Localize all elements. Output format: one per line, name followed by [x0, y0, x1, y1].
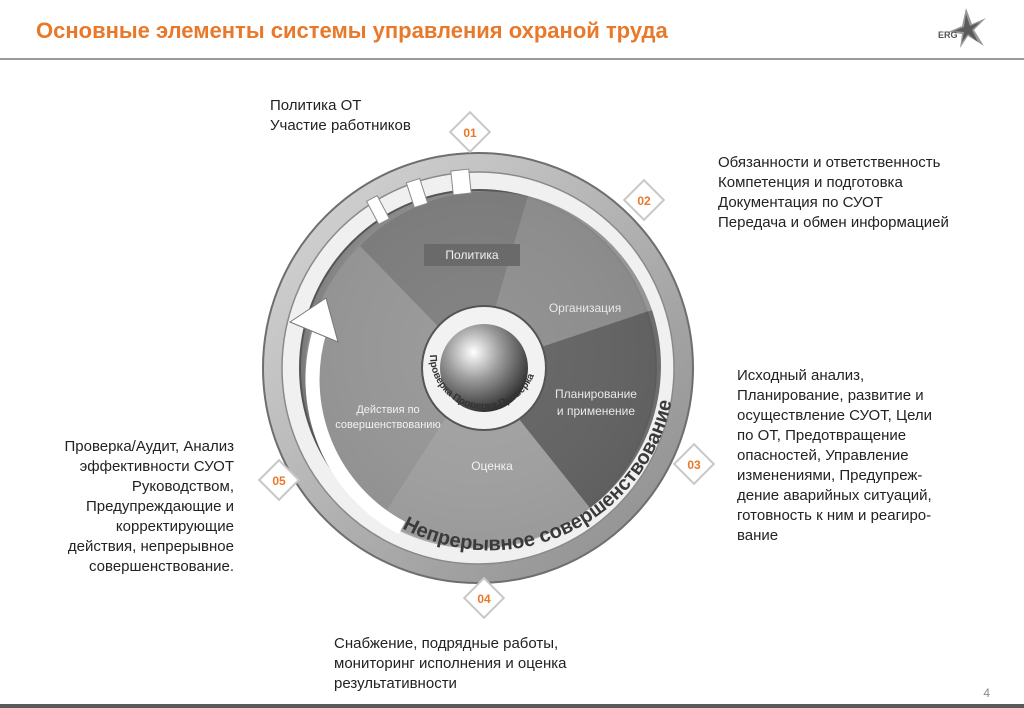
cycle-arrow [305, 327, 406, 535]
arrow-head-icon [288, 297, 339, 343]
segment-deystviya [304, 246, 478, 520]
segment-label-politika: Политика [445, 248, 498, 262]
step-05-description: Проверка/Аудит, Анализ эффективности СУО… [64, 438, 234, 575]
segment-label-planirovanie: Планирование [555, 387, 637, 401]
svg-text:03: 03 [687, 458, 701, 472]
erg-logo: ERG [938, 8, 986, 48]
step-02-description: Обязанности и ответственность Компетенци… [718, 154, 949, 231]
segment-otsenka [380, 368, 590, 549]
segment-label-otsenka: Оценка [471, 459, 513, 473]
center-sphere [440, 324, 528, 412]
segment-label-organizatsiya: Организация [549, 301, 621, 315]
segment-label-planirovanie-2: и применение [557, 404, 635, 418]
segment-label-deystviya: Действия по [356, 404, 419, 416]
header-divider [0, 58, 1024, 60]
step-01-description: Политика ОТ Участие работников [270, 97, 411, 134]
step-03-description: Исходный анализ, Планирование, развитие … [737, 367, 933, 544]
segment-label-deystviya-2: совершенствованию [335, 419, 440, 431]
footer-bar [0, 704, 1024, 708]
step-marker-01: 01 [448, 110, 492, 154]
page-number: 4 [983, 686, 990, 700]
svg-text:05: 05 [272, 474, 286, 488]
step-marker-05: 05 [257, 458, 301, 502]
svg-text:01: 01 [463, 126, 477, 140]
step-marker-03: 03 [672, 442, 716, 486]
logo-text: ERG [938, 30, 958, 40]
cycle-notches [365, 168, 472, 225]
page-title: Основные элементы системы управления охр… [36, 18, 668, 43]
step-04-description: Снабжение, подрядные работы, мониторинг … [334, 635, 567, 692]
step-marker-04: 04 [462, 576, 506, 620]
step-marker-02: 02 [622, 178, 666, 222]
svg-text:04: 04 [477, 592, 491, 606]
svg-text:02: 02 [637, 194, 651, 208]
